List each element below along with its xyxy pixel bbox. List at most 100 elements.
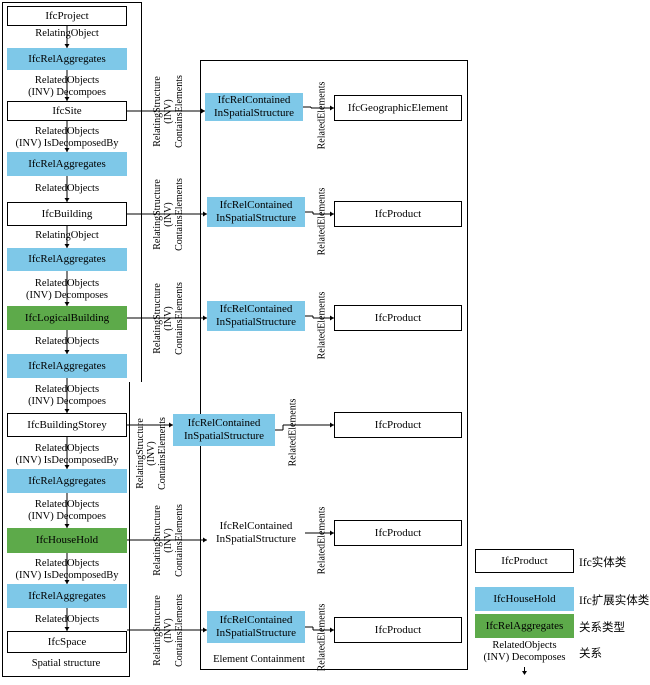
arrow-head: [64, 409, 70, 413]
product-box: IfcProduct: [334, 520, 462, 546]
edge-label: RelatedObjects (INV) IsDecomposedBy: [15, 558, 119, 581]
product-box-label: IfcProduct: [374, 623, 422, 636]
relating-structure-label: RelatingStructure (INV) ContainsElements: [134, 416, 168, 490]
legend-relation-sample: IfcRelAggregates: [475, 614, 574, 638]
related-elements-label: RelatedElements: [287, 398, 299, 466]
product-box-label: IfcGeographicElement: [347, 101, 449, 114]
relation-box-label: IfcRelAggregates: [28, 589, 106, 602]
edge-label: RelatedObjects: [34, 183, 100, 194]
relation-box-label: IfcRelAggregates: [28, 52, 106, 65]
extended-entity-box: IfcHouseHold: [7, 528, 127, 553]
rel-contained-box-label: IfcRelContained InSpatialStructure: [215, 199, 297, 224]
entity-box-label: IfcBuilding: [41, 207, 93, 220]
edge-label: RelatingObject: [35, 230, 99, 241]
relation-box-label: IfcRelAggregates: [28, 157, 106, 170]
relation-box: IfcRelAggregates: [7, 469, 127, 493]
legend-edge-sample: RelatedObjects (INV) Decomposes: [483, 640, 566, 663]
arrow-head: [330, 105, 334, 111]
arrow-head: [203, 315, 207, 321]
element-containment-frame: [200, 60, 468, 670]
arrow-head: [203, 537, 207, 543]
related-elements-label: RelatedElements: [316, 187, 328, 255]
entity-box-label: IfcSpace: [47, 635, 87, 648]
element-containment-title: Element Containment: [213, 654, 305, 665]
edge-label: RelatedObjects (INV) Decompoes: [28, 499, 106, 522]
entity-box: IfcProject: [7, 6, 127, 26]
arrow-head: [201, 108, 205, 114]
relation-box: IfcRelAggregates: [7, 354, 127, 378]
arrow-head: [522, 671, 527, 675]
rel-contained-box-label: IfcRelContained InSpatialStructure: [215, 520, 297, 545]
arrow-head: [330, 315, 334, 321]
related-elements-label: RelatedElements: [316, 603, 328, 671]
rel-contained-box-label: IfcRelContained InSpatialStructure: [183, 417, 265, 442]
rel-contained-box: IfcRelContained InSpatialStructure: [173, 414, 275, 446]
edge-label: RelatingObject: [35, 28, 99, 39]
edge-label: RelatedObjects: [34, 614, 100, 625]
relation-box-label: IfcRelAggregates: [28, 253, 106, 265]
relation-box: IfcRelAggregates: [7, 48, 127, 70]
arrow-head: [64, 302, 70, 306]
relating-structure-label: RelatingStructure (INV) ContainsElements: [151, 177, 185, 251]
legend-description: Ifc实体类: [579, 557, 627, 569]
product-box: IfcProduct: [334, 412, 462, 438]
edge-label: RelatedObjects (INV) Decompoes: [28, 384, 106, 407]
related-elements-label: RelatedElements: [316, 291, 328, 359]
relation-box-label: IfcRelAggregates: [28, 474, 106, 487]
extended-entity-box-label: IfcHouseHold: [35, 534, 99, 546]
relation-box-label: IfcRelAggregates: [28, 359, 106, 372]
product-box: IfcProduct: [334, 305, 462, 331]
edge-label: RelatedObjects (INV) Decomposes: [26, 278, 108, 301]
arrow-head: [64, 198, 70, 202]
legend-description: 关系: [579, 648, 602, 660]
entity-box-label: IfcSite: [52, 104, 82, 117]
legend-entity-sample: IfcProduct: [475, 549, 574, 573]
entity-box-label: IfcProject: [45, 9, 89, 22]
entity-box: IfcBuilding: [7, 202, 127, 226]
arrow-head: [203, 627, 207, 633]
entity-box: IfcSite: [7, 101, 127, 121]
entity-box: IfcSpace: [7, 631, 127, 653]
product-box: IfcGeographicElement: [334, 95, 462, 121]
arrow-head: [330, 530, 334, 536]
legend-relation-sample-label: IfcRelAggregates: [485, 619, 564, 632]
legend-extended-sample: IfcHouseHold: [475, 587, 574, 611]
relating-structure-label: RelatingStructure (INV) ContainsElements: [151, 503, 185, 577]
edge-label: RelatedObjects: [34, 336, 100, 347]
related-elements-label: RelatedElements: [316, 81, 328, 149]
arrow-head: [203, 211, 207, 217]
arrow-head: [330, 422, 334, 428]
edge-label: RelatedObjects (INV) IsDecomposedBy: [15, 126, 119, 149]
relating-structure-label: RelatingStructure (INV) ContainsElements: [151, 593, 185, 667]
product-box: IfcProduct: [334, 617, 462, 643]
arrow-head: [169, 422, 173, 428]
product-box-label: IfcProduct: [374, 207, 422, 220]
product-box-label: IfcProduct: [374, 311, 422, 324]
product-box: IfcProduct: [334, 201, 462, 227]
arrow-head: [64, 524, 70, 528]
spatial-structure-frame: [2, 2, 142, 382]
relation-box: IfcRelAggregates: [7, 248, 127, 271]
arrow-head: [330, 627, 334, 633]
arrow-head: [64, 350, 70, 354]
legend-description: Ifc扩展实体类: [579, 595, 650, 607]
arrow-head: [64, 627, 70, 631]
arrow-head: [64, 244, 70, 248]
relation-box: IfcRelAggregates: [7, 152, 127, 176]
arrow-head: [64, 44, 70, 48]
legend-entity-sample-label: IfcProduct: [501, 554, 548, 567]
spatial-structure-title: Spatial structure: [31, 658, 101, 669]
entity-box-label: IfcBuildingStorey: [27, 418, 107, 431]
arrow-head: [330, 211, 334, 217]
relating-structure-label: RelatingStructure (INV) ContainsElements: [151, 74, 185, 148]
rel-contained-box: IfcRelContained InSpatialStructure: [207, 611, 305, 643]
rel-contained-box: IfcRelContained InSpatialStructure: [207, 518, 305, 548]
rel-contained-box: IfcRelContained InSpatialStructure: [205, 93, 303, 121]
arrow-head: [64, 97, 70, 101]
rel-contained-box-label: IfcRelContained InSpatialStructure: [215, 303, 297, 328]
spatial-structure-frame-lower: [2, 382, 130, 677]
legend-description: 关系类型: [579, 622, 625, 634]
edge-label: RelatedObjects (INV) IsDecomposedBy: [15, 443, 119, 466]
rel-contained-box: IfcRelContained InSpatialStructure: [207, 197, 305, 227]
